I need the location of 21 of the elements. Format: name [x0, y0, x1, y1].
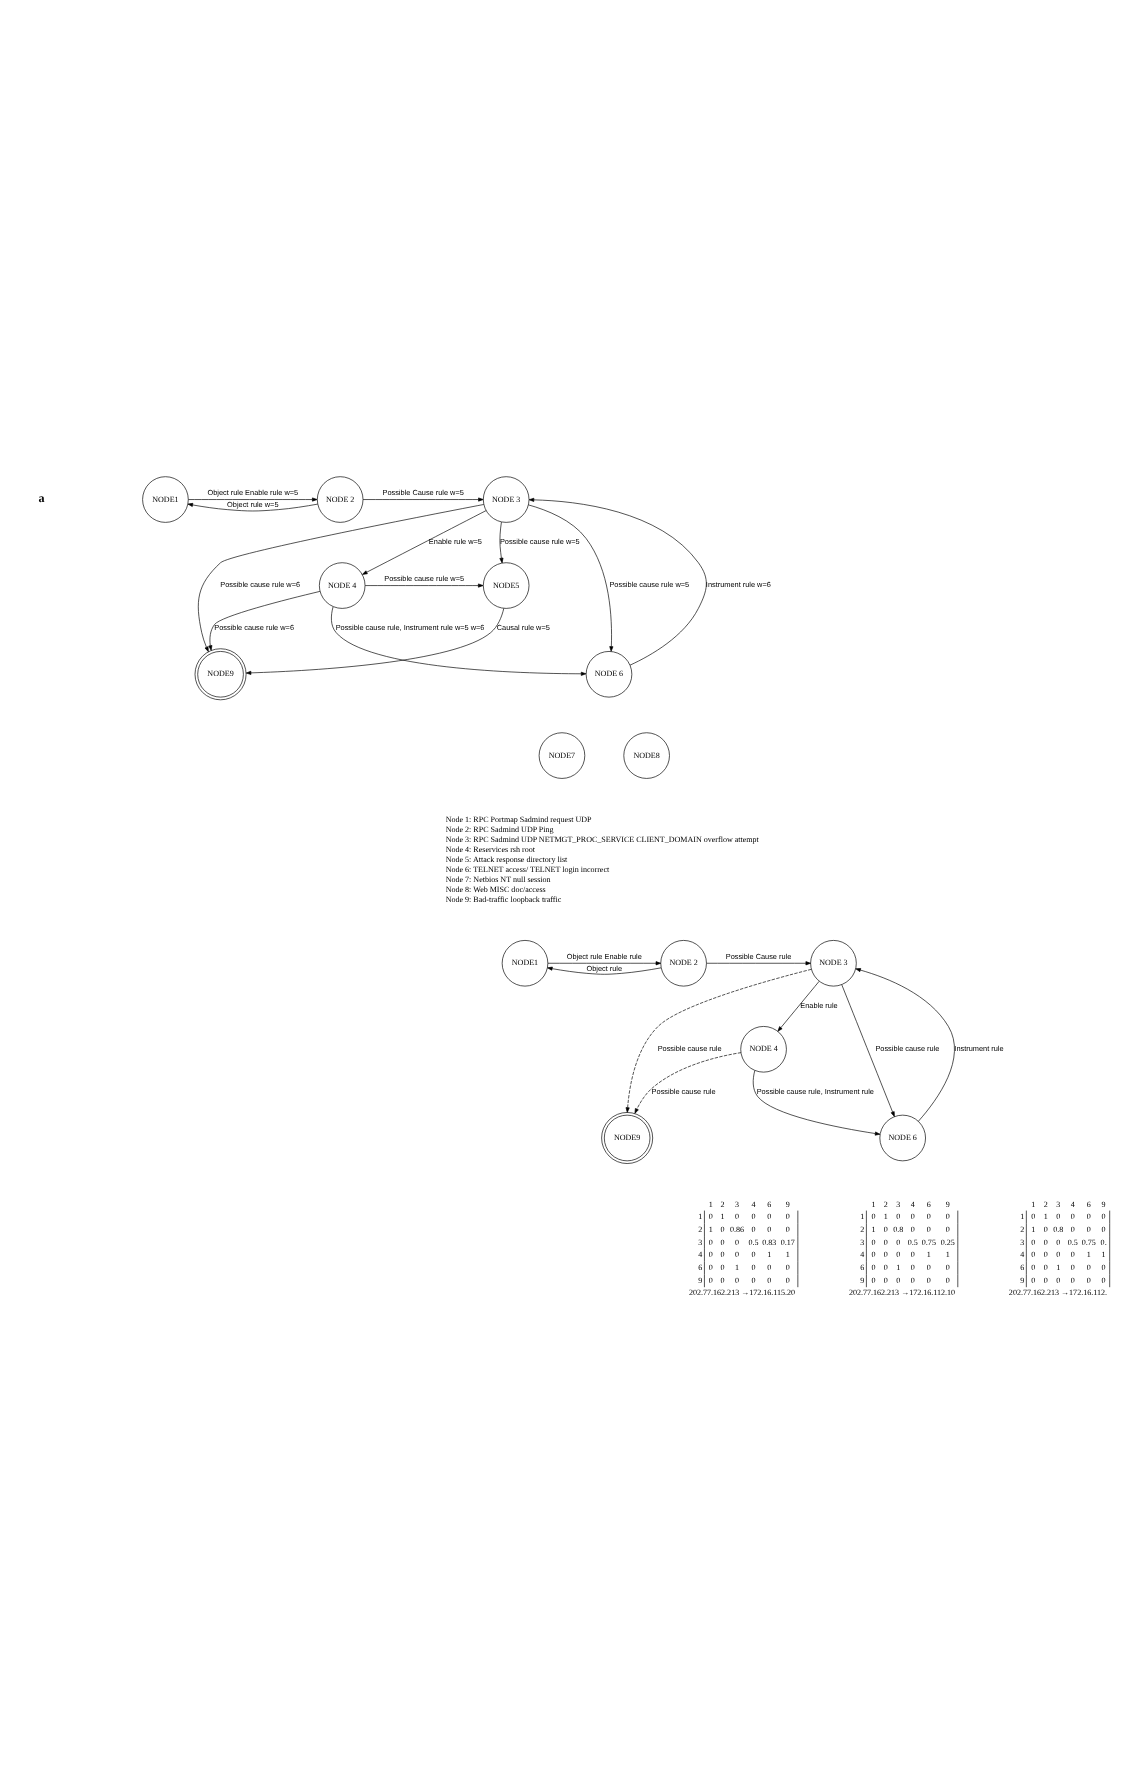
arrow: [855, 968, 955, 1122]
arrow: [362, 497, 484, 502]
arrow: [331, 606, 587, 676]
arrow: [752, 1070, 881, 1136]
arrow: [547, 966, 662, 975]
arrow: [245, 608, 505, 675]
arrow: [187, 503, 318, 512]
arrow: [706, 961, 811, 966]
arrow: [528, 497, 707, 666]
arrow: [625, 969, 812, 1113]
arrow: [841, 984, 895, 1117]
arrow: [364, 583, 484, 588]
arrow: [499, 521, 504, 564]
arrow: [362, 510, 487, 575]
arrow: [528, 504, 614, 652]
arrow: [777, 980, 820, 1032]
arrow: [547, 961, 662, 966]
arrow: [188, 497, 318, 502]
arrow: [634, 1052, 742, 1114]
arrow: [197, 504, 485, 652]
arrow: [208, 591, 321, 651]
